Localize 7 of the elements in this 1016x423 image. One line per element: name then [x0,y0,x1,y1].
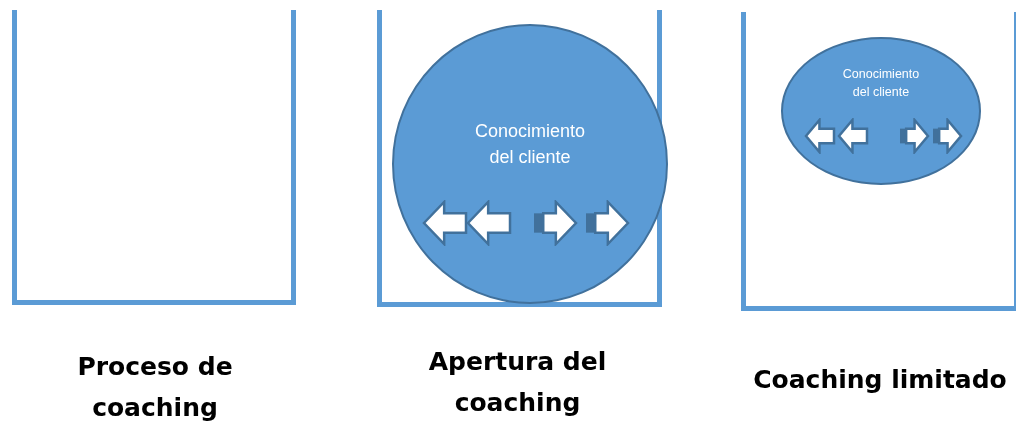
node-label: Apertura del coaching [427,346,608,419]
circle-label: Conocimiento del cliente [473,120,587,170]
u-shaped-container [12,10,296,305]
node-label: Proceso de coaching [76,351,234,423]
node-label: Coaching limitado [752,364,1008,396]
circle-label: Conocimiento del cliente [841,66,921,102]
u-shaped-container [741,12,1016,311]
